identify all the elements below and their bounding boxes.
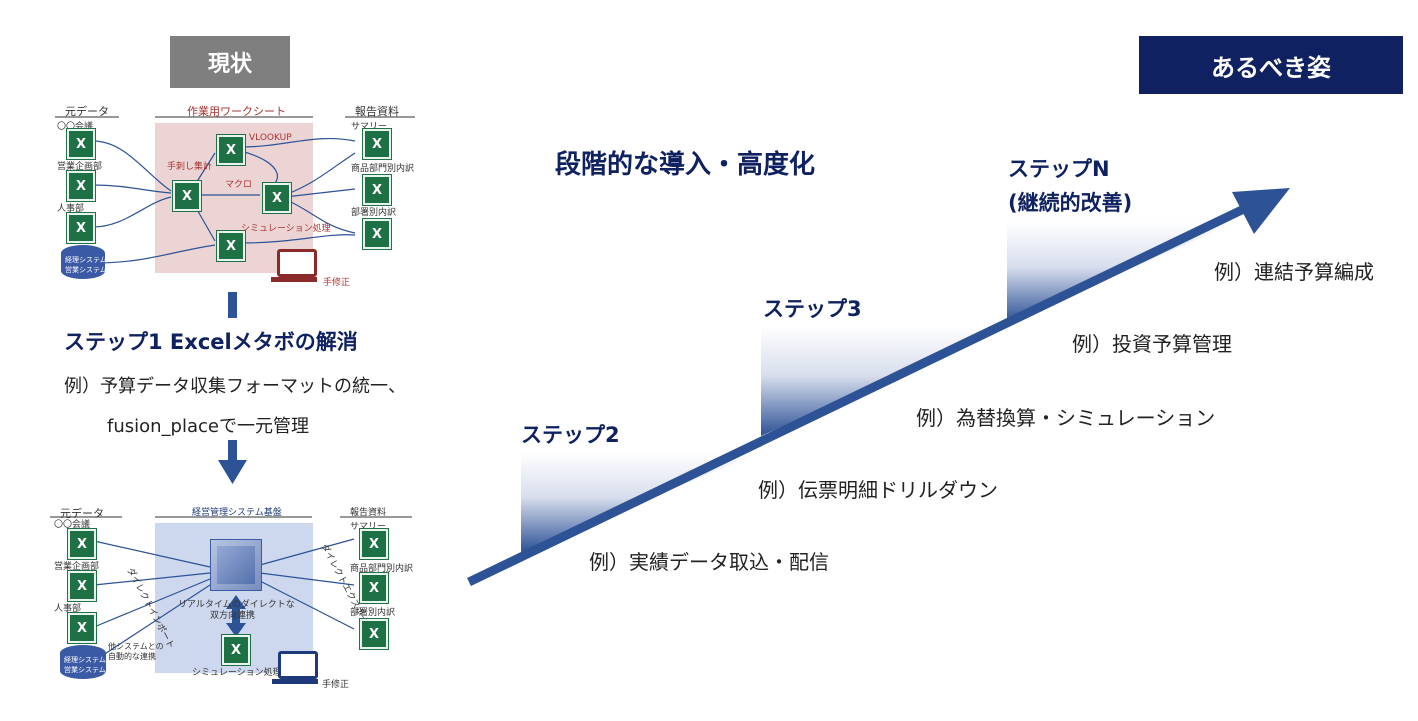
extra-example-2: 例）連結予算編成 [1214,260,1374,284]
laptop-base [272,679,318,684]
source-label: 営業企画部 [57,162,103,172]
step2-block [521,452,761,552]
source-label: 〇〇会議 [54,520,91,530]
stepn-example: 例）為替換算・シミュレーション [916,406,1216,430]
step2-example: 例）実績データ取込・配信 [589,550,829,574]
process-label: 手刺し集計 [167,162,213,172]
stepn-label: ステップN [1008,157,1110,181]
page-heading: 段階的な導入・高度化 [555,150,816,180]
excel-icon: X [217,135,245,165]
database-icon [60,645,106,679]
process-label: VLOOKUP [249,133,292,143]
excel-icon: X [67,129,95,159]
database-icon [61,245,105,279]
source-label: 〇〇会議 [57,122,94,132]
stepn-block [1007,222,1237,322]
db-label: 営業システム [64,666,106,674]
step2-label: ステップ2 [521,423,620,447]
db-label: 営業システム [65,266,107,274]
step1-example-line1: 例）予算データ収集フォーマットの統一、 [64,376,406,397]
platform-header: 経営管理システム基盤 [192,508,282,518]
excel-icon: X [217,231,245,261]
laptop-icon [277,249,317,277]
process-label: シミュレーション処理 [241,224,331,234]
excel-icon: X [363,219,391,249]
step3-label: ステップ3 [763,297,862,321]
excel-icon: X [68,613,96,643]
report-label: サマリー [351,122,388,132]
target-state-badge: あるべき姿 [1139,36,1403,94]
excel-icon: X [173,181,201,211]
source-label: 営業企画部 [54,562,100,572]
excel-icon: X [222,635,250,665]
step3-example: 例）伝票明細ドリルダウン [758,478,998,502]
worksheet-header: 作業用ワークシート [187,105,286,118]
cube-label: 双方向連携 [210,611,256,621]
source-label: 人事部 [54,604,82,614]
target-process-diagram: 元データ 経営管理システム基盤 報告資料 〇〇会議 営業企画部 人事部 X X … [50,505,415,695]
excel-icon: X [360,573,388,603]
sim-label: シミュレーション処理 [192,668,282,678]
excel-icon: X [68,529,96,559]
db-label: 経理システム [65,256,107,264]
laptop-icon [278,651,318,679]
excel-icon: X [360,619,388,649]
source-label: 人事部 [57,204,85,214]
cube-label: リアルタイムのダイレクトな [178,600,295,610]
current-process-diagram: 元データ 作業用ワークシート 報告資料 〇〇会議 営業企画部 人事部 X X X… [55,103,415,293]
step1-example-line2: fusion_placeで一元管理 [107,416,309,437]
excel-icon: X [360,529,388,559]
report-label: 商品部門別内訳 [350,564,414,574]
report-header: 報告資料 [355,105,399,118]
report-header: 報告資料 [350,508,387,518]
excel-icon: X [363,175,391,205]
stepn-sublabel: (継続的改善) [1008,191,1133,215]
excel-icon: X [67,213,95,243]
connector-bar [228,292,237,318]
excel-icon: X [67,171,95,201]
report-label: サマリー [350,522,387,532]
excel-icon: X [363,129,391,159]
current-state-badge: 現状 [170,36,290,88]
report-label: 部署別内訳 [351,208,397,218]
link-label: 他システムとの [108,642,164,651]
link-label: 自動的な連携 [108,652,156,661]
laptop-base [271,277,317,282]
step1-title: ステップ1 Excelメタボの解消 [64,330,358,354]
manual-label: 手修正 [323,278,351,288]
manual-label: 手修正 [322,680,350,690]
excel-icon: X [68,571,96,601]
extra-example-1: 例）投資予算管理 [1072,332,1232,356]
excel-icon: X [263,183,291,213]
db-label: 経理システム [64,656,106,664]
process-label: マクロ [225,180,253,190]
report-label: 部署別内訳 [350,608,396,618]
report-label: 商品部門別内訳 [351,164,415,174]
source-header: 元データ [65,105,109,118]
cube-icon [210,539,262,591]
source-header: 元データ [60,507,104,520]
